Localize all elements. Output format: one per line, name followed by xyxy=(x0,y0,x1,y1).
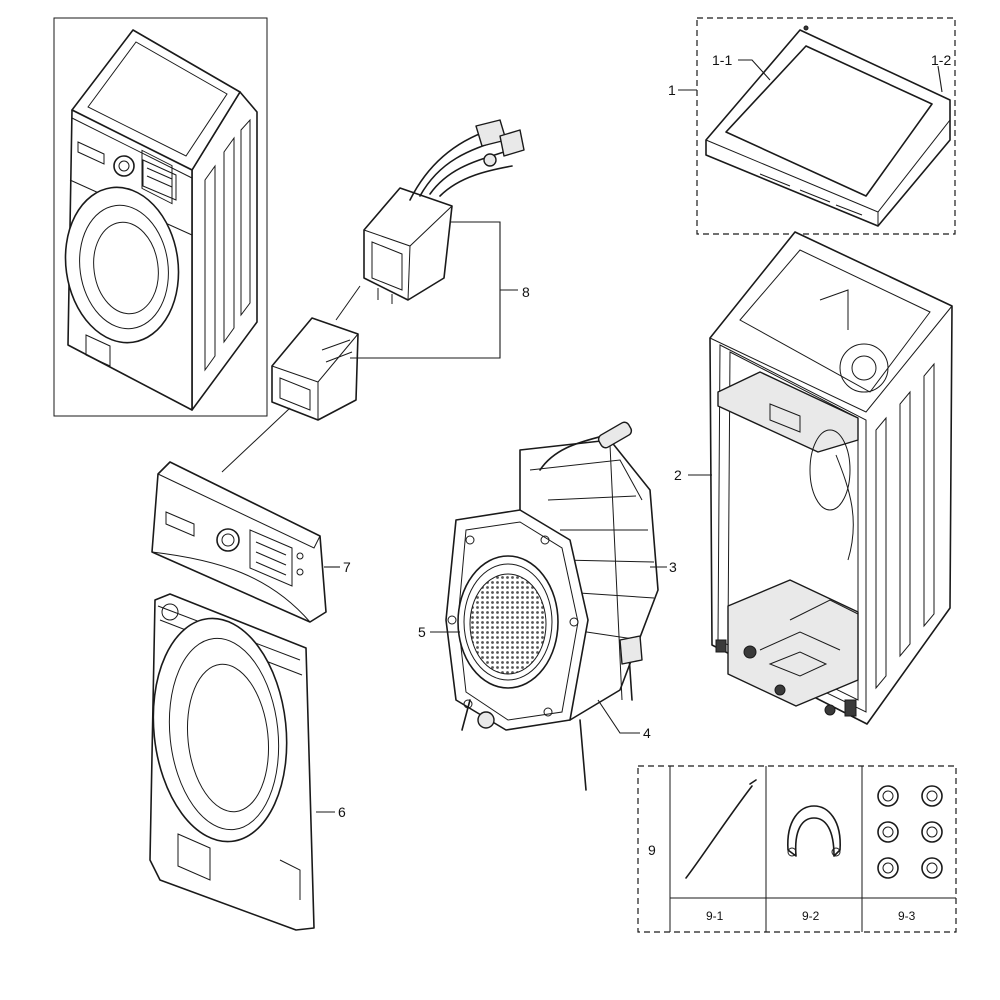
cap-set xyxy=(877,785,943,879)
callout-9-2: 9-2 xyxy=(802,909,820,923)
part-front-panel xyxy=(149,593,315,931)
callout-8: 8 xyxy=(522,284,530,300)
part-dispenser-assembly xyxy=(221,119,525,473)
callout-5: 5 xyxy=(418,624,426,640)
callout-9-3: 9-3 xyxy=(898,909,916,923)
callout-labels: 1 1-1 1-2 2 3 4 5 6 7 8 9 9-1 9-2 9-3 xyxy=(338,52,951,923)
callout-leaders xyxy=(316,59,943,813)
assembled-washer-view xyxy=(53,17,268,417)
callout-1-2: 1-2 xyxy=(931,52,951,68)
callout-1: 1 xyxy=(668,82,676,98)
callout-7: 7 xyxy=(343,559,351,575)
part-tub-assembly xyxy=(445,421,659,791)
part-top-cover xyxy=(696,17,956,235)
callout-2: 2 xyxy=(674,467,682,483)
callout-1-1: 1-1 xyxy=(712,52,732,68)
callout-3: 3 xyxy=(669,559,677,575)
callout-4: 4 xyxy=(643,725,651,741)
part-accessory-kit xyxy=(637,765,957,933)
part-control-panel xyxy=(151,461,327,623)
callout-6: 6 xyxy=(338,804,346,820)
callout-9: 9 xyxy=(648,842,656,858)
part-cabinet xyxy=(709,231,953,725)
callout-9-1: 9-1 xyxy=(706,909,724,923)
